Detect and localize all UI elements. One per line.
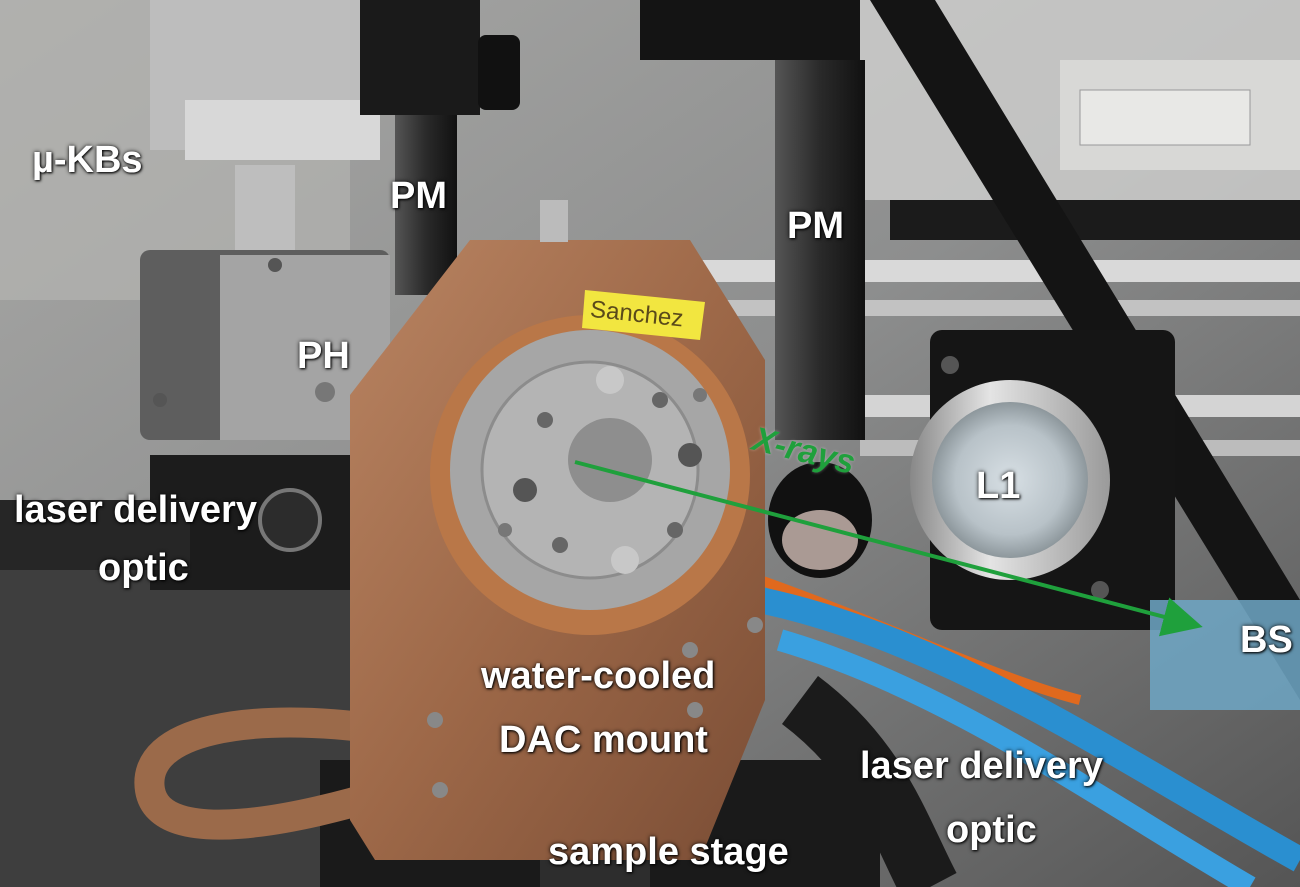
label-pm-right: PM — [787, 205, 844, 247]
label-pm-left: PM — [390, 175, 447, 217]
hoses — [757, 575, 1300, 887]
xray-beam-arrow — [574, 460, 1203, 637]
label-dac-1: water-cooled — [481, 655, 716, 697]
post-mounts — [360, 0, 872, 578]
label-ph: PH — [297, 335, 350, 377]
label-laser-left-1: laser delivery — [14, 489, 257, 531]
sample-sticker: Sanchez — [582, 290, 705, 340]
label-laser-right-1: laser delivery — [860, 745, 1103, 787]
label-bs: BS — [1240, 619, 1293, 661]
left-laser-optic — [0, 455, 355, 590]
label-laser-left-2: optic — [98, 547, 189, 589]
kb-mirror-housing — [140, 0, 390, 440]
label-dac-2: DAC mount — [499, 719, 708, 761]
lens-l1-mount — [910, 330, 1175, 630]
label-sample-stage: sample stage — [548, 831, 789, 873]
label-l1: L1 — [976, 465, 1021, 507]
label-kbs: µ-KBs — [32, 139, 143, 181]
dac-mount — [350, 200, 765, 860]
label-laser-right-2: optic — [946, 809, 1037, 851]
